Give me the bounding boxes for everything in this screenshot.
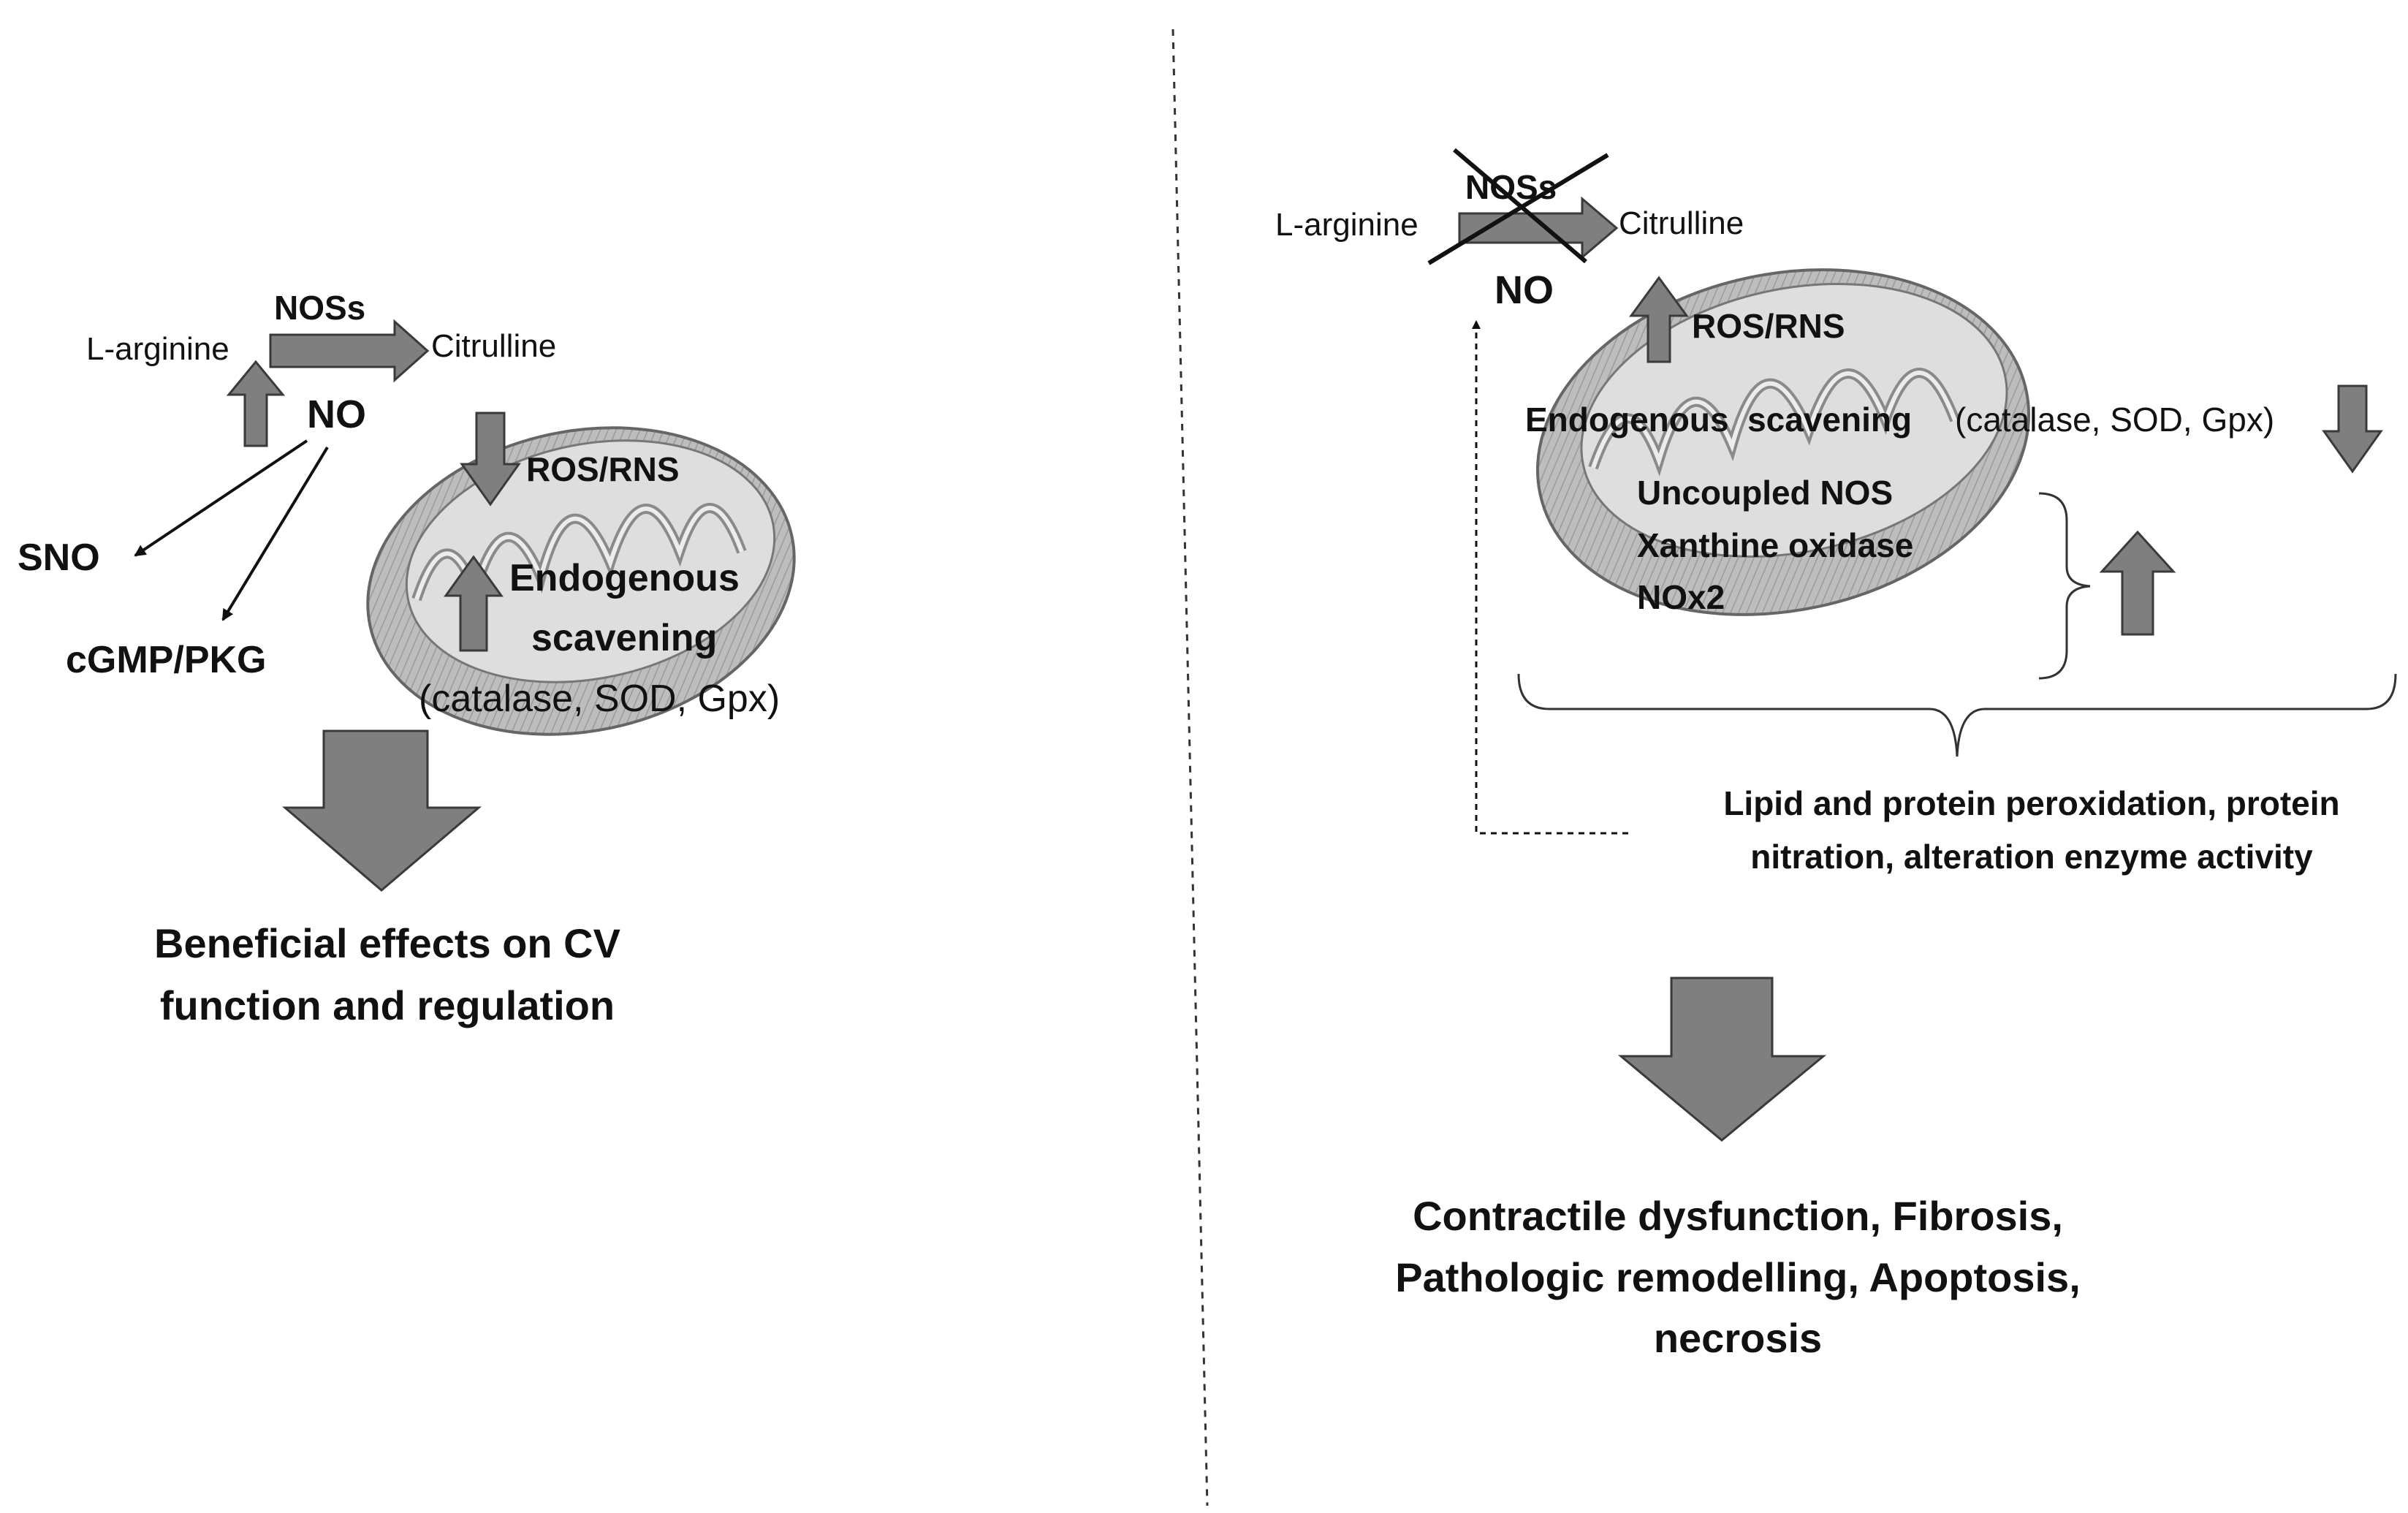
right-uncoupled-nos-label: Uncoupled NOS: [1637, 474, 1893, 512]
left-mitochondrion-icon: [366, 426, 796, 736]
right-citrulline-label: Citrulline: [1619, 205, 1744, 241]
left-scavening-label: scavening: [531, 617, 717, 659]
left-no-label: NO: [307, 393, 366, 436]
left-sno-label: SNO: [18, 536, 100, 579]
left-endogenous-label: Endogenous: [509, 557, 740, 599]
left-panel: L-arginine NOSs Citrulline NO SNO cGMP/P…: [18, 289, 796, 1028]
right-ros-up-arrow: [1629, 276, 1689, 363]
panel-divider: [1171, 29, 1209, 1506]
left-enzymes-label: (catalase, SOD, Gpx): [419, 678, 780, 720]
left-ros-rns-label: ROS/RNS: [526, 450, 680, 488]
right-panel: L-arginine NOSs Citrulline NO ROS/RNS En…: [1275, 148, 2397, 1361]
left-outcome-line1: Beneficial effects on CV: [154, 920, 620, 966]
left-outcome-arrow: [281, 729, 482, 892]
left-no-to-sno-arrow: [134, 439, 308, 557]
left-no-to-cgmp-arrow: [221, 446, 329, 621]
left-noss-label: NOSs: [274, 289, 365, 327]
left-up-arrow: [226, 360, 286, 447]
right-wide-brace: [1517, 673, 2397, 757]
right-endogenous-scavening-label: Endogenous scavening: [1525, 401, 1912, 439]
right-nos-cross-line-2: [1427, 153, 1609, 265]
right-l-arginine-label: L-arginine: [1275, 207, 1418, 243]
right-outcome-line3: necrosis: [1654, 1315, 1822, 1361]
right-outcome-line1: Contractile dysfunction, Fibrosis,: [1413, 1193, 2063, 1239]
right-outcome-arrow: [1617, 977, 1827, 1142]
right-xanthine-oxidase-label: Xanthine oxidase: [1637, 526, 1913, 564]
left-nos-arrow: [269, 319, 430, 383]
left-l-arginine-label: L-arginine: [86, 331, 229, 367]
right-nox2-label: NOx2: [1637, 578, 1725, 616]
left-scavenging-up-arrow: [444, 555, 504, 652]
left-ros-down-arrow: [460, 412, 521, 507]
left-citrulline-label: Citrulline: [431, 328, 556, 364]
right-nos-arrow: [1458, 196, 1619, 260]
right-mitochondrion-icon: [1536, 268, 2030, 616]
left-outcome-line2: function and regulation: [160, 982, 615, 1028]
right-ros-rns-label: ROS/RNS: [1692, 307, 1845, 345]
right-scavenging-down-arrow: [2322, 384, 2383, 474]
right-no-label: NO: [1494, 268, 1554, 312]
right-sources-brace: [2038, 492, 2091, 680]
right-sources-up-arrow: [2099, 530, 2176, 636]
right-outcome-line2: Pathologic remodelling, Apoptosis,: [1395, 1254, 2081, 1300]
right-damage-line2: nitration, alteration enzyme activity: [1750, 838, 2313, 876]
right-enzymes-label: (catalase, SOD, Gpx): [1955, 401, 2274, 439]
right-damage-line1: Lipid and protein peroxidation, protein: [1723, 784, 2339, 822]
left-cgmp-label: cGMP/PKG: [66, 639, 267, 681]
